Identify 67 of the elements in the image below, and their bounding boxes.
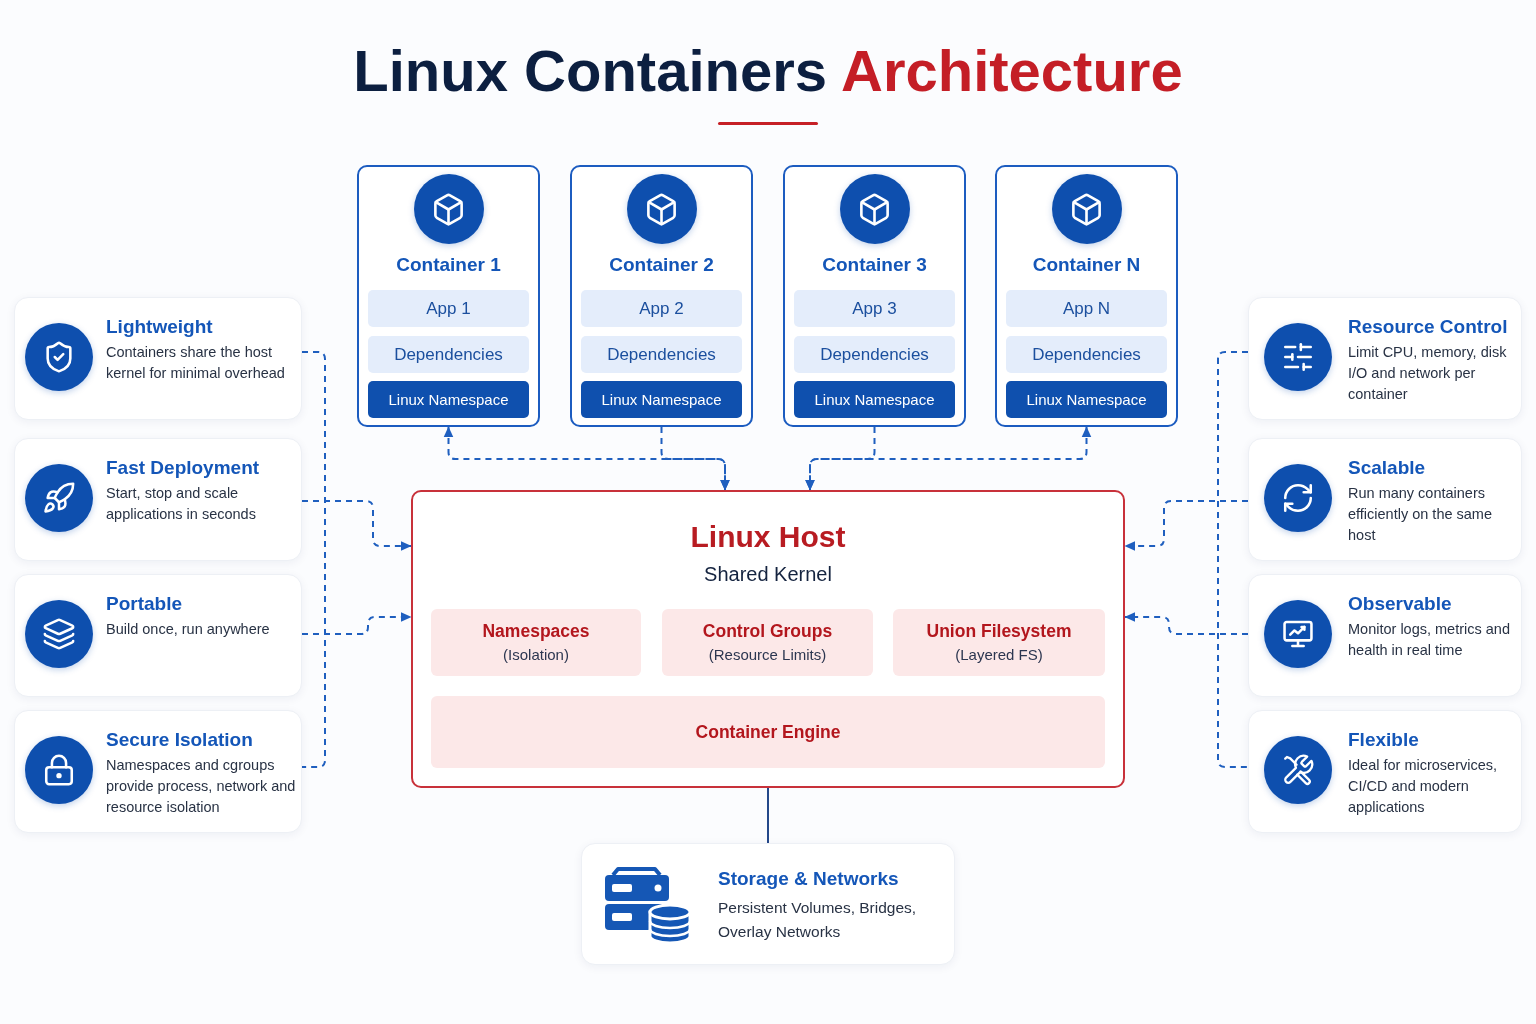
connector-line bbox=[767, 787, 769, 844]
feature-card bbox=[14, 574, 302, 697]
feature-card bbox=[1248, 438, 1522, 561]
layer-bar: App 1 bbox=[368, 290, 529, 327]
layer-bar: App 3 bbox=[794, 290, 955, 327]
feature-title: Observable bbox=[1348, 592, 1452, 616]
dashed-arrow bbox=[301, 612, 412, 635]
host-subtitle: Shared Kernel bbox=[704, 562, 832, 587]
panel-title: Namespaces bbox=[482, 620, 590, 643]
dashed-connector bbox=[1217, 351, 1249, 768]
storage-description: Persistent Volumes, Bridges, Overlay Networks bbox=[718, 898, 918, 942]
container-card bbox=[570, 165, 753, 427]
container-title: Container 3 bbox=[822, 253, 927, 277]
layer-bar: App 2 bbox=[581, 290, 742, 327]
layer-bar: Dependencies bbox=[581, 336, 742, 373]
dashed-arrow bbox=[660, 426, 730, 491]
page-title: Linux Containers Architecture bbox=[353, 42, 1183, 100]
container-title: Container 1 bbox=[396, 253, 501, 277]
feature-title: Lightweight bbox=[106, 315, 213, 339]
feature-title: Resource Control bbox=[1348, 315, 1508, 339]
panel-title: Container Engine bbox=[695, 720, 841, 744]
feature-title: Flexible bbox=[1348, 728, 1419, 752]
panel-title: Union Filesystem bbox=[926, 620, 1072, 643]
feature-card bbox=[14, 297, 302, 420]
container-card bbox=[995, 165, 1178, 427]
feature-description: Monitor logs, metrics and health in real time bbox=[1348, 620, 1511, 660]
namespace-bar: Linux Namespace bbox=[581, 381, 742, 418]
host-title: Linux Host bbox=[690, 519, 846, 555]
layer-bar: App N bbox=[1006, 290, 1167, 327]
dashed-arrow bbox=[1124, 612, 1249, 635]
feature-card bbox=[1248, 710, 1522, 833]
panel-title: Control Groups bbox=[702, 620, 833, 643]
panel-subtitle: (Isolation) bbox=[503, 645, 569, 665]
feature-card bbox=[1248, 297, 1522, 420]
feature-card bbox=[14, 438, 302, 561]
container-title: Container N bbox=[1032, 253, 1141, 277]
feature-description: Namespaces and cgroups provide process, network and resource isolation bbox=[106, 756, 296, 817]
feature-description: Ideal for microservices, CI/CD and modern applications bbox=[1348, 756, 1499, 817]
feature-title: Fast Deployment bbox=[106, 456, 260, 480]
namespace-bar: Linux Namespace bbox=[368, 381, 529, 418]
panel-subtitle: (Layered FS) bbox=[955, 645, 1043, 665]
dashed-arrow bbox=[1124, 500, 1249, 551]
dashed-arrow bbox=[301, 500, 412, 551]
storage-title: Storage & Networks bbox=[718, 867, 899, 891]
container-card bbox=[357, 165, 540, 427]
namespace-bar: Linux Namespace bbox=[1006, 381, 1167, 418]
layer-bar: Dependencies bbox=[794, 336, 955, 373]
namespace-bar: Linux Namespace bbox=[794, 381, 955, 418]
dashed-connector bbox=[301, 351, 326, 768]
feature-description: Start, stop and scale applications in seconds bbox=[106, 484, 257, 524]
feature-title: Portable bbox=[106, 592, 183, 616]
dashed-arrow bbox=[805, 426, 1092, 491]
feature-card bbox=[14, 710, 302, 833]
feature-description: Limit CPU, memory, disk I/O and network per container bbox=[1348, 343, 1508, 404]
feature-description: Run many containers efficiently on the same host bbox=[1348, 484, 1493, 545]
feature-description: Build once, run anywhere bbox=[106, 620, 270, 639]
panel-subtitle: (Resource Limits) bbox=[708, 645, 827, 665]
feature-description: Containers share the host kernel for minimal overhead bbox=[106, 343, 286, 383]
feature-card bbox=[1248, 574, 1522, 697]
container-card bbox=[783, 165, 966, 427]
container-title: Container 2 bbox=[609, 253, 714, 277]
host-panel bbox=[411, 490, 1125, 788]
storage-card bbox=[581, 843, 955, 965]
layer-bar: Dependencies bbox=[368, 336, 529, 373]
feature-title: Scalable bbox=[1348, 456, 1426, 480]
feature-title: Secure Isolation bbox=[106, 728, 253, 752]
layer-bar: Dependencies bbox=[1006, 336, 1167, 373]
